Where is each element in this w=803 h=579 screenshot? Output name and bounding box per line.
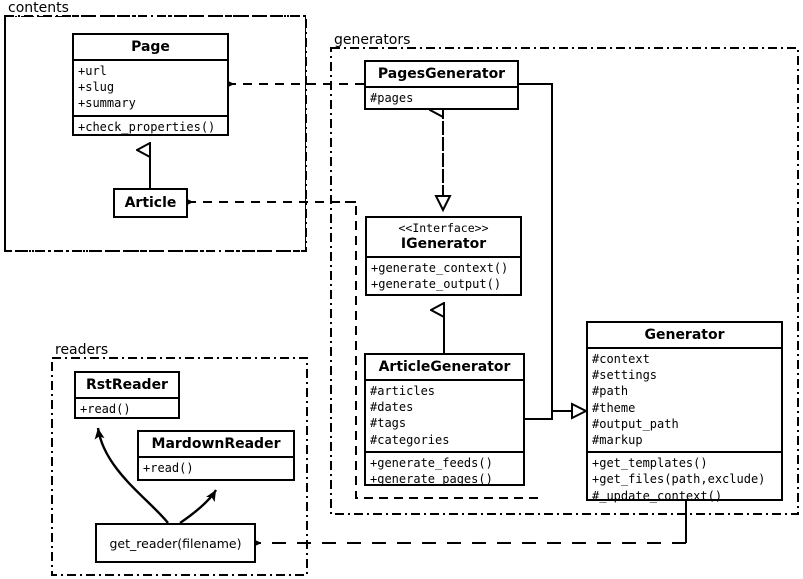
attribute: #tags	[370, 416, 407, 431]
package-contents-label: contents	[6, 0, 71, 16]
class-article-header: Article	[115, 190, 186, 216]
class-article-generator-methods: +generate_feeds() +generate_pages()	[366, 450, 523, 490]
class-box-page[interactable]: Page +url +slug +summary +check_properti…	[72, 33, 229, 136]
class-igenerator-stereotype: <<Interface>>	[398, 221, 489, 235]
class-mardown-reader-name: MardownReader	[151, 436, 281, 452]
attribute: #markup	[592, 433, 643, 448]
method: +check_properties()	[78, 119, 216, 134]
package-generators-label: generators	[332, 32, 413, 48]
class-rst-reader-name: RstReader	[86, 377, 168, 393]
class-box-rst-reader[interactable]: RstReader +read()	[74, 371, 180, 419]
class-article-generator-name: ArticleGenerator	[378, 359, 511, 375]
class-rst-reader-header: RstReader	[76, 373, 178, 397]
method: +generate_pages()	[370, 472, 493, 487]
class-mardown-reader-methods: +read()	[139, 456, 293, 479]
class-rst-reader-methods: +read()	[76, 397, 178, 420]
class-generator-header: Generator	[588, 323, 781, 347]
class-page-header: Page	[74, 35, 227, 59]
class-box-pages-generator[interactable]: PagesGenerator #pages	[364, 60, 519, 110]
class-box-article[interactable]: Article	[113, 188, 188, 218]
attribute: +summary	[78, 96, 136, 111]
package-readers-label: readers	[53, 342, 111, 358]
method: +get_templates()	[592, 456, 708, 471]
method: +generate_feeds()	[370, 455, 493, 470]
attribute: +slug	[78, 80, 115, 95]
class-pages-generator-header: PagesGenerator	[366, 62, 517, 86]
attribute: +url	[78, 64, 107, 78]
attribute: #theme	[592, 400, 636, 415]
class-pages-generator-name: PagesGenerator	[377, 66, 506, 82]
attribute: #path	[592, 384, 629, 399]
class-igenerator-header: <<Interface>> IGenerator	[367, 218, 520, 256]
class-generator-methods: +get_templates() +get_files(path,exclude…	[588, 451, 781, 507]
class-page-methods: +check_properties()	[74, 114, 227, 138]
class-box-generator[interactable]: Generator #context #settings #path #them…	[586, 321, 783, 503]
class-generator-name: Generator	[644, 327, 725, 343]
attribute: #categories	[370, 432, 450, 447]
class-box-article-generator[interactable]: ArticleGenerator #articles #dates #tags …	[364, 353, 525, 486]
class-article-generator-attributes: #articles #dates #tags #categories	[366, 379, 523, 451]
attribute: #output_path	[592, 416, 679, 431]
class-page-name: Page	[131, 39, 170, 55]
method: +read()	[143, 461, 194, 475]
class-box-igenerator[interactable]: <<Interface>> IGenerator +generate_conte…	[365, 216, 522, 296]
class-igenerator-methods: +generate_context() +generate_output()	[367, 256, 520, 295]
method: +get_files(path,exclude)	[592, 472, 766, 487]
class-igenerator-name: IGenerator	[400, 236, 487, 252]
class-mardown-reader-header: MardownReader	[139, 432, 293, 456]
attribute: #pages	[370, 91, 414, 105]
class-generator-attributes: #context #settings #path #theme #output_…	[588, 347, 781, 451]
method: +generate_output()	[371, 277, 502, 292]
method: +read()	[80, 402, 131, 416]
function-box-get-reader[interactable]: get_reader(filename)	[95, 523, 256, 563]
class-box-mardown-reader[interactable]: MardownReader +read()	[137, 430, 295, 481]
attribute: #context	[592, 352, 650, 366]
method: +generate_context()	[371, 261, 509, 275]
attribute: #settings	[592, 368, 658, 383]
function-get-reader-label: get_reader(filename)	[109, 535, 242, 551]
class-pages-generator-attributes: #pages	[366, 86, 517, 109]
attribute: #dates	[370, 400, 414, 415]
method: #_update_context()	[592, 488, 723, 503]
class-page-attributes: +url +slug +summary	[74, 59, 227, 115]
attribute: #articles	[370, 384, 436, 398]
class-article-name: Article	[124, 195, 177, 211]
class-article-generator-header: ArticleGenerator	[366, 355, 523, 379]
